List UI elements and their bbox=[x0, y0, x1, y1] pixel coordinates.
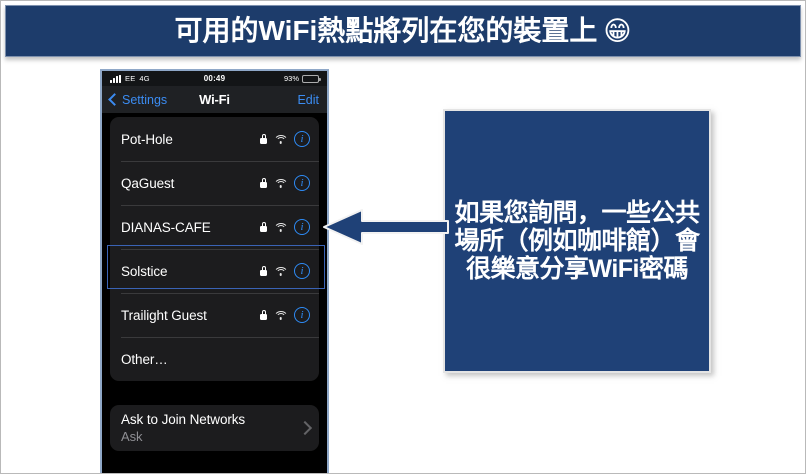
wifi-network-row[interactable]: QaGuest i bbox=[110, 161, 319, 205]
info-button-icon[interactable]: i bbox=[294, 307, 310, 323]
ask-to-join-value: Ask bbox=[121, 429, 143, 444]
lock-icon bbox=[260, 178, 267, 188]
signal-bars-icon bbox=[110, 74, 121, 83]
wifi-network-ssid: Other… bbox=[121, 351, 168, 367]
lock-icon bbox=[260, 310, 267, 320]
back-to-settings-button[interactable]: Settings bbox=[108, 92, 168, 107]
page-title: Wi-Fi bbox=[199, 92, 230, 107]
wifi-network-ssid: Trailight Guest bbox=[121, 307, 207, 323]
header-banner: 可用的WiFi熱點將列在您的裝置上 😁 bbox=[5, 5, 801, 57]
ask-to-join-group: Ask to Join Networks Ask bbox=[110, 405, 319, 451]
info-button-icon[interactable]: i bbox=[294, 131, 310, 147]
banner-title: 可用的WiFi熱點將列在您的裝置上 😁 bbox=[174, 17, 631, 45]
left-arrow-icon bbox=[323, 209, 449, 245]
grinning-face-emoji-icon: 😁 bbox=[603, 15, 632, 46]
wifi-network-ssid: Pot-Hole bbox=[121, 131, 173, 147]
wifi-row-icons: i bbox=[260, 263, 310, 279]
info-button-icon[interactable]: i bbox=[294, 219, 310, 235]
lock-icon bbox=[260, 266, 267, 276]
wifi-signal-icon bbox=[273, 178, 288, 188]
wifi-network-ssid: DIANAS-CAFE bbox=[121, 219, 211, 235]
navigation-bar: Settings Wi-Fi Edit bbox=[102, 86, 327, 113]
chevron-right-icon bbox=[297, 420, 313, 436]
ask-to-join-texts: Ask to Join Networks Ask bbox=[121, 412, 245, 444]
status-bar: EE 4G 00:49 93% bbox=[102, 71, 327, 86]
ask-to-join-title: Ask to Join Networks bbox=[121, 412, 246, 427]
wifi-signal-icon bbox=[273, 310, 288, 320]
back-button-label: Settings bbox=[122, 92, 168, 107]
ask-to-join-networks-row[interactable]: Ask to Join Networks Ask bbox=[110, 405, 319, 451]
carrier-label: EE bbox=[125, 74, 136, 83]
wifi-network-ssid: Solstice bbox=[121, 263, 168, 279]
callout-box: 如果您詢問，一些公共場所（例如咖啡館）會很樂意分享WiFi密碼 bbox=[443, 109, 711, 373]
phone-screen: EE 4G 00:49 93% Settings Wi-Fi Edit bbox=[102, 71, 327, 473]
battery-percent-label: 93% bbox=[283, 74, 299, 83]
wifi-network-row[interactable]: Solstice i bbox=[110, 249, 319, 293]
info-button-icon[interactable]: i bbox=[294, 175, 310, 191]
wifi-signal-icon bbox=[273, 134, 288, 144]
wifi-network-row[interactable]: DIANAS-CAFE i bbox=[110, 205, 319, 249]
wifi-network-row[interactable]: Trailight Guest i bbox=[110, 293, 319, 337]
battery-icon bbox=[302, 74, 321, 83]
status-bar-clock: 00:49 bbox=[203, 74, 226, 83]
edit-button[interactable]: Edit bbox=[297, 92, 319, 107]
lock-icon bbox=[260, 134, 267, 144]
wifi-signal-icon bbox=[273, 266, 288, 276]
status-bar-left: EE 4G bbox=[110, 74, 150, 83]
wifi-row-icons: i bbox=[260, 219, 310, 235]
callout-text: 如果您詢問，一些公共場所（例如咖啡館）會很樂意分享WiFi密碼 bbox=[454, 199, 700, 283]
status-bar-right: 93% bbox=[283, 74, 321, 83]
lock-icon bbox=[260, 222, 267, 232]
banner-title-text: 可用的WiFi熱點將列在您的裝置上 bbox=[174, 15, 598, 46]
phone-mockup: EE 4G 00:49 93% Settings Wi-Fi Edit bbox=[100, 69, 329, 473]
wifi-network-ssid: QaGuest bbox=[121, 175, 175, 191]
wifi-network-row[interactable]: Other… bbox=[110, 337, 319, 381]
wifi-network-row[interactable]: Pot-Hole i bbox=[110, 117, 319, 161]
wifi-row-icons: i bbox=[260, 307, 310, 323]
wifi-row-icons: i bbox=[260, 131, 310, 147]
network-type-label: 4G bbox=[139, 74, 150, 83]
pointer-arrow bbox=[322, 207, 450, 247]
info-button-icon[interactable]: i bbox=[294, 263, 310, 279]
wifi-row-icons: i bbox=[260, 175, 310, 191]
wifi-signal-icon bbox=[273, 222, 288, 232]
